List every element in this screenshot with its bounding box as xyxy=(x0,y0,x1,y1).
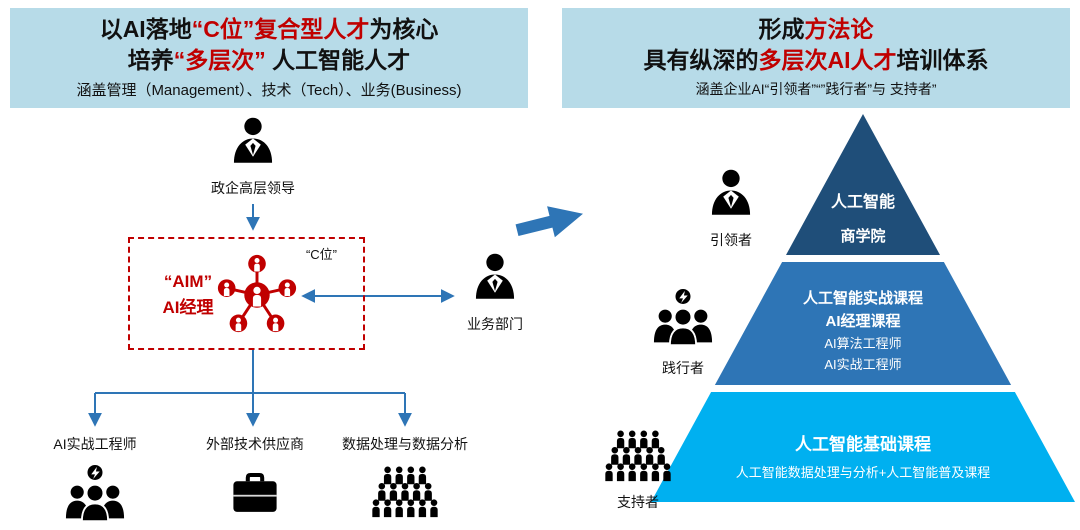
tier3-line1: 人工智能基础课程 xyxy=(795,435,931,454)
briefcase-icon xyxy=(228,468,282,518)
pyramid-tier3 xyxy=(651,392,1075,502)
text-segment: 培训体系 xyxy=(896,46,989,73)
tier2-line1: 人工智能实战课程 xyxy=(802,290,923,307)
pyramid-tier1 xyxy=(786,114,940,255)
side-label-supporter: 支持者 xyxy=(617,494,659,510)
network-people-hub-icon xyxy=(213,251,301,339)
text-segment: 为核心 xyxy=(369,16,439,42)
text-segment: “多层次” xyxy=(173,46,266,73)
team-lightning-icon xyxy=(650,288,716,348)
right-header-line2: 具有纵深的多层次AI人才培训体系 xyxy=(562,45,1070,76)
tier2-line4: AI实战工程师 xyxy=(824,357,902,373)
right-header: 形成方法论 具有纵深的多层次AI人才培训体系 涵盖企业AI“引领者”“”践行者”… xyxy=(562,8,1070,108)
left-header: 以AI落地“C位”复合型人才为核心 培养“多层次” 人工智能人才 涵盖管理（Ma… xyxy=(10,8,528,108)
text-segment: 形成 xyxy=(758,16,805,42)
side-label-leader: 引领者 xyxy=(710,232,752,248)
text-segment: 多层次AI人才 xyxy=(758,46,897,73)
tier1-line1: 人工智能 xyxy=(830,194,895,211)
left-header-line2: 培养“多层次” 人工智能人才 xyxy=(10,45,528,76)
business-person-icon xyxy=(227,116,279,168)
text-segment: 复合型人才 xyxy=(254,16,370,42)
tier2-line3: AI算法工程师 xyxy=(824,336,902,351)
tier2-line2: AI经理课程 xyxy=(825,312,901,330)
aim-dashed-box: “C位” “AIM” AI经理 xyxy=(128,237,365,350)
business-person-icon xyxy=(469,252,521,304)
text-segment: 具有纵深的 xyxy=(643,46,759,73)
crowd-icon xyxy=(601,428,675,486)
right-arrow-icon xyxy=(515,206,583,238)
bottom-role-label: AI实战工程师 xyxy=(53,436,137,452)
side-label-practitioner: 践行者 xyxy=(662,360,704,376)
business-person-icon xyxy=(705,168,757,220)
text-segment: “C位” xyxy=(191,16,255,42)
right-header-line3: 涵盖企业AI“引领者”“”践行者”与 支持者” xyxy=(695,80,937,97)
c-position-label: “C位” xyxy=(305,247,337,262)
pyramid xyxy=(651,114,1075,502)
aim-line1: “AIM” xyxy=(163,272,213,291)
text-segment: 培养 xyxy=(127,46,174,73)
pyramid-tier2 xyxy=(714,262,1012,385)
pyramid-tier3-text: 人工智能基础课程 人工智能数据处理与分析+人工智能普及课程 xyxy=(663,430,1063,481)
right-header-line1: 形成方法论 xyxy=(562,14,1070,45)
pyramid-tier1-text: 人工智能 商学院 xyxy=(763,188,963,246)
left-header-line3: 涵盖管理（Management）、技术（Tech）、业务(Business) xyxy=(76,81,462,99)
pyramid-tier2-text: 人工智能实战课程 AI经理课程 AI算法工程师 AI实战工程师 xyxy=(713,288,1013,376)
tier1-line2: 商学院 xyxy=(840,228,886,245)
bottom-role-label: 数据处理与数据分析 xyxy=(342,436,468,452)
left-header-line1: 以AI落地“C位”复合型人才为核心 xyxy=(10,14,528,45)
text-segment: 以AI落地 xyxy=(99,16,192,42)
tier3-line2: 人工智能数据处理与分析+人工智能普及课程 xyxy=(735,465,991,480)
team-lightning-icon xyxy=(62,464,128,524)
business-role-label: 业务部门 xyxy=(467,316,523,332)
text-segment: 人工智能人才 xyxy=(265,46,411,73)
crowd-icon xyxy=(368,464,442,522)
top-role-label: 政企高层领导 xyxy=(211,180,295,196)
aim-line2: AI经理 xyxy=(162,298,214,318)
text-segment: 方法论 xyxy=(804,16,874,42)
bottom-role-label: 外部技术供应商 xyxy=(206,436,304,452)
aim-manager-label: “AIM” AI经理 xyxy=(140,269,236,322)
